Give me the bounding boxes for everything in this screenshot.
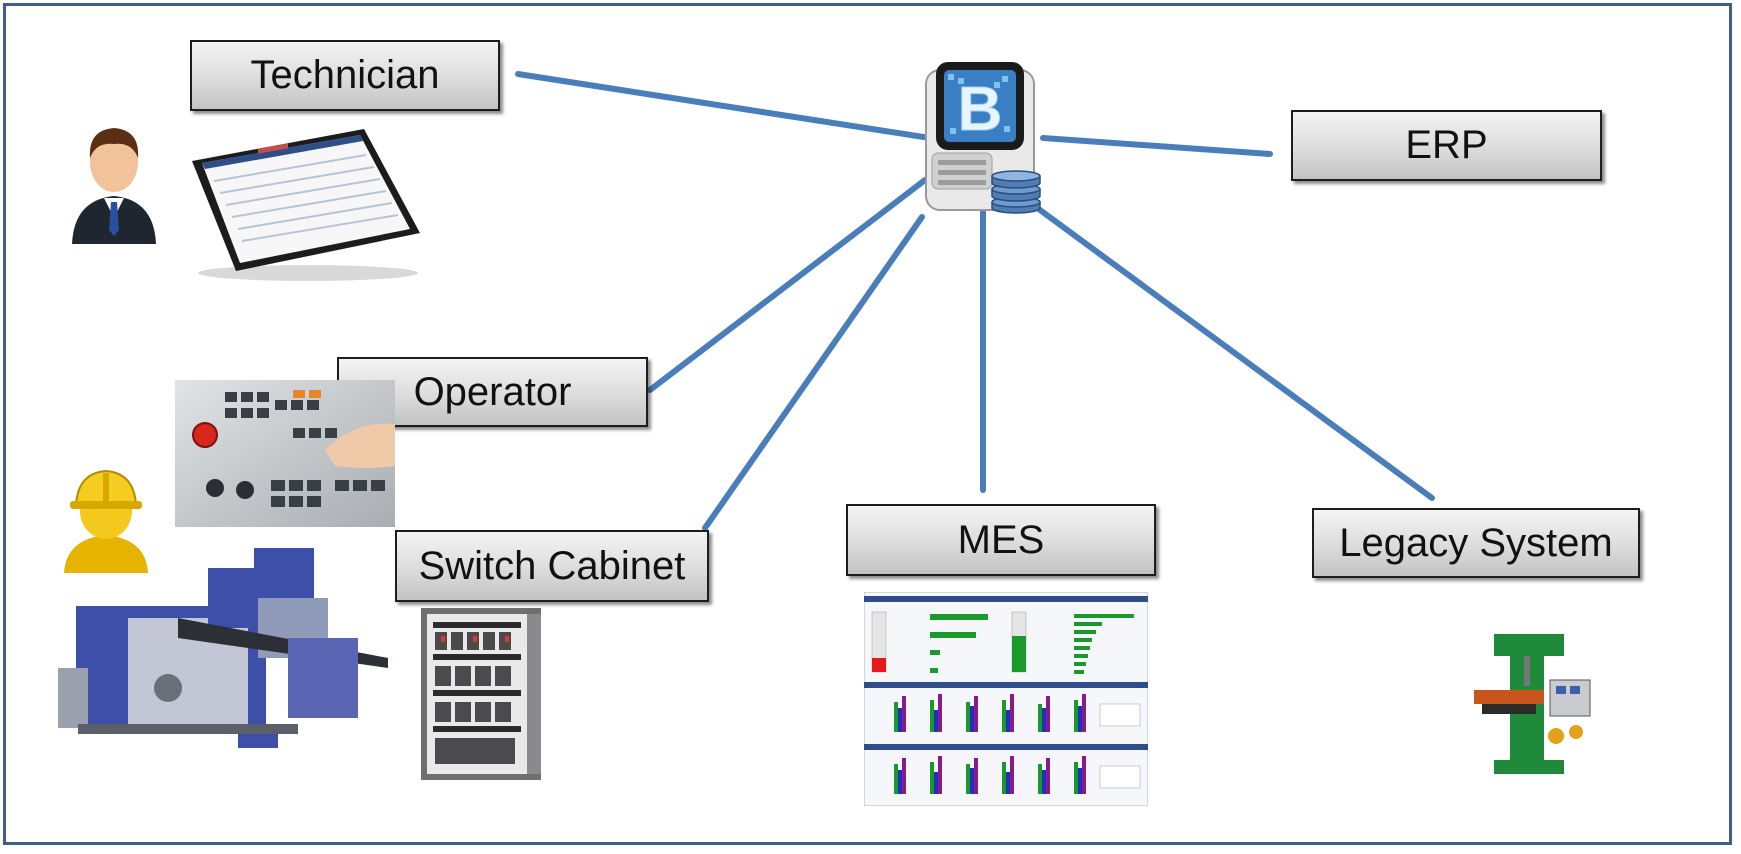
database-icon [991, 170, 1041, 214]
link-erp [1040, 135, 1273, 157]
milling-machine-photo [1474, 634, 1591, 774]
diagram-frame [3, 3, 1732, 845]
erp-label: ERP [1291, 110, 1602, 181]
mes-label: MES [846, 504, 1156, 576]
link-operator [647, 177, 928, 393]
link-switch-cabinet [702, 214, 925, 531]
control-panel-photo [175, 380, 395, 527]
worker-hardhat-icon [64, 469, 148, 573]
legacy-system-label: Legacy System [1312, 508, 1640, 578]
technician-person-icon [72, 128, 156, 244]
switch-cabinet-label: Switch Cabinet [395, 530, 709, 602]
link-technician [515, 71, 933, 141]
switch-cabinet-photo [421, 608, 541, 780]
link-legacy-system [1037, 207, 1435, 501]
packaging-machine-photo [58, 548, 388, 748]
technician-label: Technician [190, 40, 500, 111]
mes-dashboard-screenshot [864, 592, 1148, 806]
tablet-app-screenshot [192, 129, 420, 281]
hub-logo-letter: B [958, 75, 1003, 144]
